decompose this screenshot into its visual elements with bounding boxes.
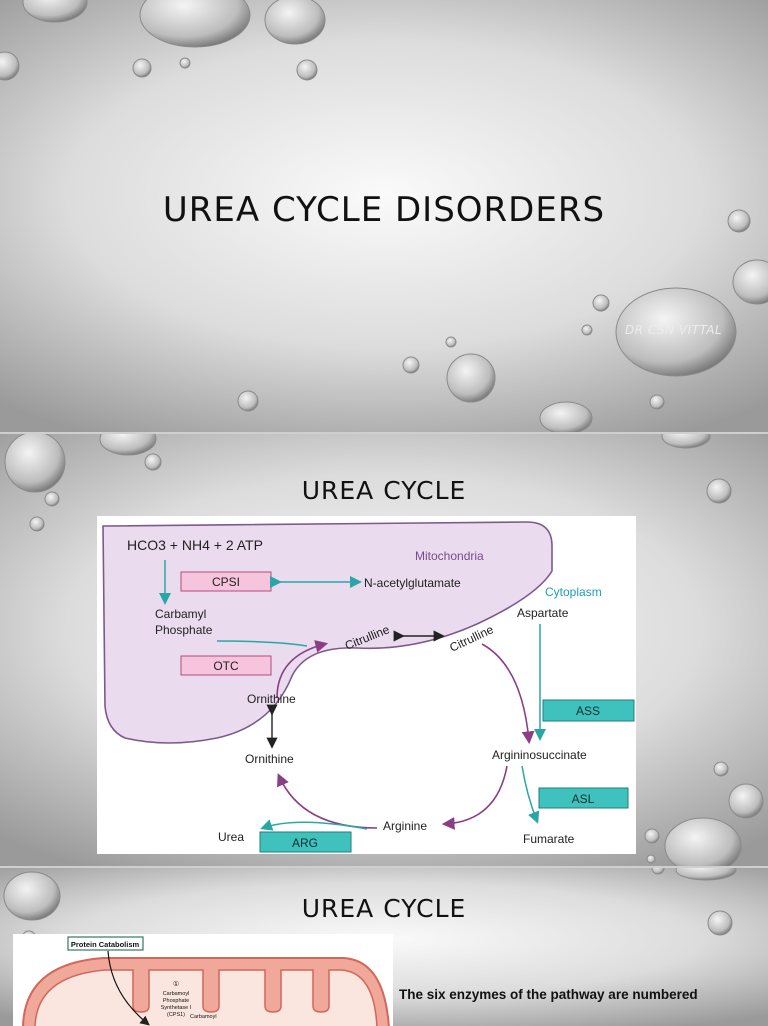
title-slide: UREA CYCLE DISORDERS DR CSN VITTAL — [0, 0, 768, 432]
cytoplasm-label: Cytoplasm — [545, 585, 602, 599]
arrow-fumarate — [521, 765, 540, 824]
arrow-ornithine-citrulline — [276, 640, 329, 699]
argininosuccinate-label: Argininosuccinate — [492, 748, 587, 762]
urea-cycle-slide: UREA CYCLE HCO3 + NH4 + 2 ATP Mitochondr… — [0, 432, 768, 866]
figure-svg: Protein Catabolism ① Carbamoyl Phosphate… — [22, 936, 390, 1026]
enzyme-asl-box — [538, 787, 629, 809]
enzyme-ass-box — [542, 699, 635, 722]
urea-label: Urea — [218, 830, 244, 844]
ornithine-mito-label: Ornithine — [247, 692, 296, 706]
nag-label: N-acetylglutamate — [364, 576, 461, 590]
enzyme-arg-label: ARG — [292, 836, 318, 850]
enzyme-ass-label: ASS — [576, 704, 600, 718]
arrow-to-urea — [260, 819, 368, 831]
urea-cycle-slide-2: UREA CYCLE Protein Catabolism ① Carbamoy… — [0, 866, 768, 1026]
enzyme-label-line4: (CPS1) — [167, 1012, 185, 1018]
enzyme-asl-label: ASL — [572, 792, 595, 806]
diagram-svg: HCO3 + NH4 + 2 ATP Mitochondria Cytoplas… — [102, 521, 635, 853]
slide-title: UREA CYCLE — [301, 894, 467, 923]
partial-label: Carbamoyl — [190, 1014, 217, 1020]
enzyme-cpsi-label: CPSI — [212, 575, 240, 589]
slide-title: UREA CYCLE — [301, 476, 467, 505]
fumarate-label: Fumarate — [523, 832, 575, 846]
enzyme-otc-box — [180, 655, 272, 676]
protein-catabolism-box — [67, 936, 144, 951]
aspartate-label: Aspartate — [517, 606, 569, 620]
enzyme-label-line2: Phosphate — [163, 998, 189, 1004]
arrow-to-arginine — [441, 765, 508, 830]
water-drops-decoration — [0, 0, 768, 432]
enzyme-otc-label: OTC — [213, 659, 239, 673]
enzyme-label-line3: Synthetase I — [161, 1005, 192, 1011]
arrow-carbamyl-teal — [216, 640, 308, 647]
arrow-citrulline-argininosuccinate — [481, 643, 535, 745]
arrow-protein-catabolism — [107, 950, 150, 1026]
protein-catabolism-label: Protein Catabolism — [71, 940, 140, 949]
carbamyl-label-2: Phosphate — [155, 623, 213, 637]
arginine-label: Arginine — [383, 819, 427, 833]
substrates-label: HCO3 + NH4 + 2 ATP — [127, 537, 263, 553]
enzyme-arg-box — [259, 831, 352, 853]
slide-caption: The six enzymes of the pathway are numbe… — [399, 987, 698, 1002]
water-drops-decoration — [3, 868, 737, 946]
enzyme-label-line1: Carbamoyl — [163, 991, 190, 997]
mitochondrion-figure: Protein Catabolism ① Carbamoyl Phosphate… — [13, 934, 393, 1026]
water-drops-decoration — [4, 434, 764, 866]
slide-title: UREA CYCLE DISORDERS — [162, 190, 606, 230]
author-name: DR CSN VITTAL — [625, 323, 723, 337]
ornithine-cyto-label: Ornithine — [245, 752, 294, 766]
arrow-arginine-ornithine — [277, 773, 378, 829]
enzyme-number-1: ① — [173, 980, 179, 988]
mitochondria-label: Mitochondria — [415, 549, 484, 563]
urea-cycle-diagram: HCO3 + NH4 + 2 ATP Mitochondria Cytoplas… — [97, 516, 636, 854]
carbamyl-label-1: Carbamyl — [155, 607, 206, 621]
